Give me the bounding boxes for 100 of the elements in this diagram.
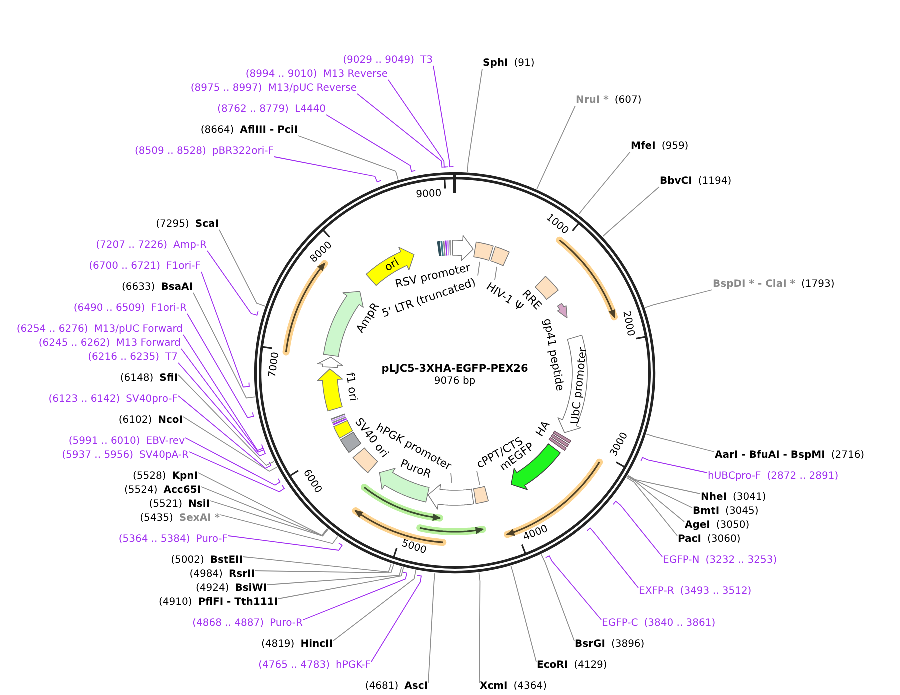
enzyme-name: AgeI (685, 520, 710, 531)
feature-stripes (548, 430, 573, 452)
cut-position: (4681) (365, 681, 399, 692)
primer-range: (6254 .. 6276) (16, 324, 88, 335)
cut-position: (91) (514, 58, 535, 69)
cut-position: (2716) (831, 450, 865, 461)
tick-label: 4000 (522, 524, 550, 543)
leader-line (510, 566, 537, 662)
cut-position: (6633) (122, 282, 156, 293)
enzyme-name: BstEII (210, 555, 243, 566)
sequence-feature (365, 246, 416, 287)
cut-position: (5435) (140, 513, 174, 524)
cut-position: (3050) (716, 520, 750, 531)
leader-line (628, 476, 693, 508)
leader-line (628, 475, 701, 494)
leader-line (178, 396, 272, 470)
enzyme-name: Acc65I (164, 485, 201, 496)
leader-line (578, 152, 631, 215)
enzyme-name: AflIII - PciI (240, 125, 298, 136)
tick-label: 9000 (416, 189, 442, 201)
primer-range: (6700 .. 6721) (89, 261, 161, 272)
primer-name: L4440 (294, 104, 326, 115)
leader-line (187, 314, 254, 418)
enzyme-name: NsiI (188, 499, 210, 510)
plasmid-name: pLJC5-3XHA-EGFP-PEX26 (382, 362, 528, 374)
primer-name: EBV-rev (146, 436, 185, 447)
primer-range: (8762 .. 8779) (218, 104, 289, 115)
leader-line (267, 566, 402, 586)
leader-line (494, 266, 498, 281)
cut-position: (4364) (514, 681, 548, 692)
enzyme-name: MfeI (631, 141, 656, 152)
primer-name: SV40pro-F (126, 394, 178, 405)
cut-position: (4819) (261, 639, 295, 650)
cut-position: (5521) (149, 499, 183, 510)
leader-line (640, 457, 708, 474)
cut-position: (6148) (120, 373, 154, 384)
primer-range: (9029 .. 9049) (343, 55, 415, 66)
cut-position: (3060) (707, 534, 741, 545)
primer-range: (8994 .. 9010) (246, 69, 318, 80)
leader-line (476, 470, 480, 486)
leader-line (303, 572, 408, 620)
cut-position: (1194) (698, 176, 732, 187)
cut-position: (3896) (611, 639, 645, 650)
primer-range: (4868 .. 4887) (192, 618, 264, 629)
leader-line (210, 500, 329, 537)
leader-line (388, 80, 449, 168)
feature-label: gp41 peptide (541, 318, 567, 392)
leader-line (189, 452, 286, 493)
feature-box (472, 485, 490, 505)
sequence-feature (556, 302, 569, 320)
leader-line (326, 114, 416, 172)
primer-name: M13 Forward (116, 338, 181, 349)
cut-position: (1793) (802, 279, 835, 290)
leader-line (541, 554, 575, 642)
tick-label: 7000 (268, 352, 282, 379)
enzyme-name: XcmI (480, 681, 508, 692)
primer-name: hUBCpro-F (708, 471, 762, 482)
enzyme-name: PacI (678, 534, 702, 545)
enzyme-name: SphI (483, 58, 508, 69)
primer-range: (6123 .. 6142) (48, 394, 120, 405)
primer-range: (5991 .. 6010) (68, 436, 140, 447)
primer-range: (8509 .. 8528) (134, 146, 206, 157)
leader-line (627, 476, 685, 522)
primer-range: (8975 .. 8997) (190, 83, 262, 94)
sequence-feature (427, 483, 475, 511)
enzyme-name: AarI - BfuAI - BspMI (715, 450, 826, 461)
feature-label: HA (533, 418, 553, 439)
primer-name: M13/pUC Forward (94, 324, 183, 335)
tick-label: 3000 (609, 432, 630, 459)
cut-position: (5002) (171, 555, 204, 566)
leader-line (201, 486, 328, 536)
cut-position: (4129) (574, 660, 608, 671)
enzyme-name: NruI * (576, 95, 609, 106)
leader-line (183, 416, 278, 472)
sequence-feature (316, 368, 344, 413)
leader-line (181, 348, 265, 453)
primer-name: M13 Reverse (323, 69, 388, 80)
primer-name: SV40pA-R (140, 450, 189, 461)
enzyme-name: HincII (300, 639, 333, 650)
enzyme-name: KpnI (172, 471, 198, 482)
enzyme-name: NheI (701, 492, 727, 503)
enzyme-name: SexAI * (179, 513, 220, 524)
leader-line (255, 564, 394, 574)
primer-range: (3493 .. 3512) (680, 586, 752, 597)
leader-line (207, 250, 259, 316)
primer-range: (2872 .. 2891) (767, 471, 839, 482)
primer-range: (5937 .. 5956) (62, 450, 134, 461)
cut-position: (7295) (156, 219, 190, 230)
leader-line (228, 536, 343, 551)
leader-line (467, 68, 483, 173)
cut-position: (959) (662, 141, 689, 152)
enzyme-name: NcoI (158, 415, 183, 426)
primer-range: (4765 .. 4783) (258, 660, 330, 671)
primer-range: (3232 .. 3253) (706, 555, 778, 566)
cut-position: (6102) (118, 415, 152, 426)
leader-line (201, 272, 250, 388)
primer-name: M13/pUC Reverse (268, 83, 357, 94)
primer-range: (7207 .. 7226) (96, 240, 168, 251)
leader-line (298, 136, 399, 180)
primer-name: Puro-R (270, 618, 303, 629)
